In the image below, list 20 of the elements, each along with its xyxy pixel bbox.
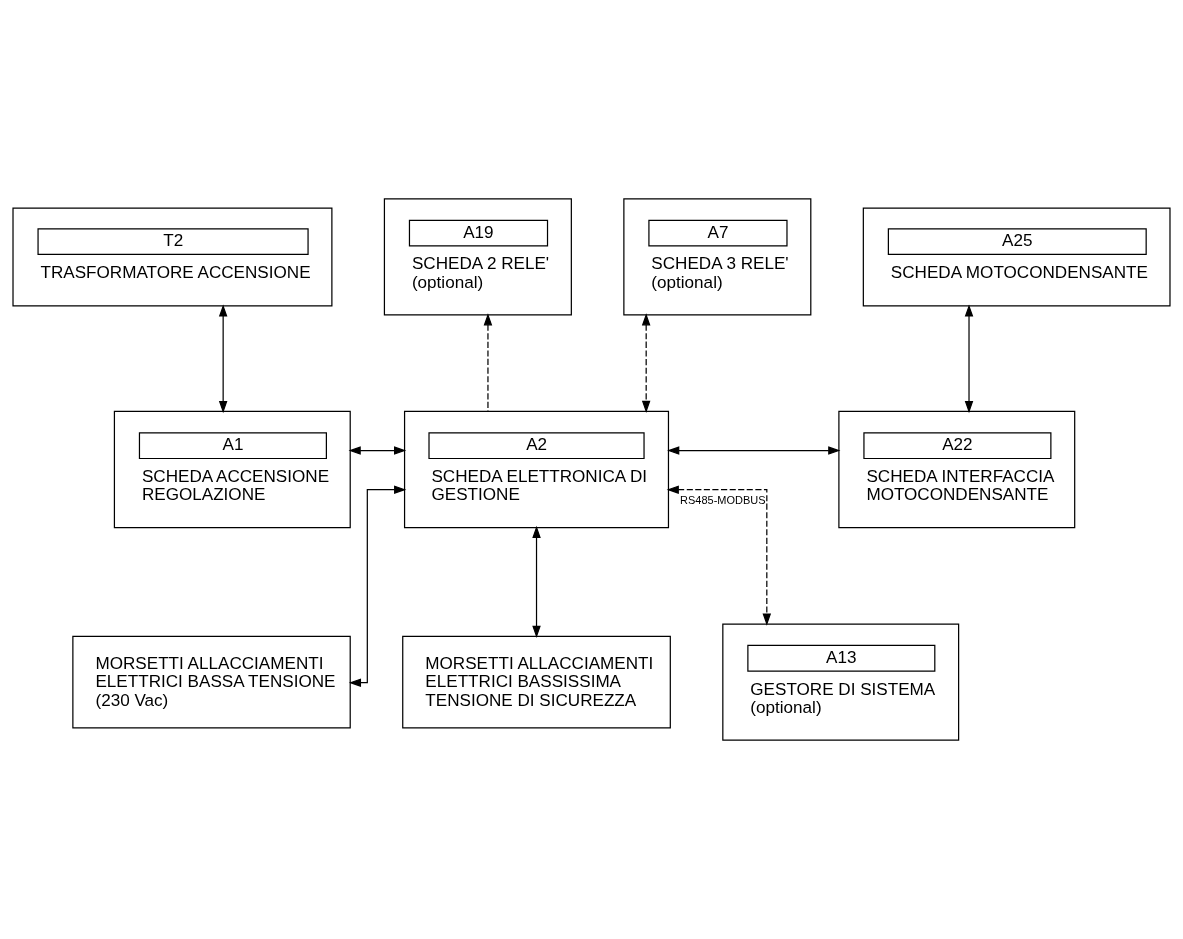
edge-label: RS485-MODBUS bbox=[680, 494, 766, 507]
arrow bbox=[532, 525, 541, 639]
node-box: A25 SCHEDA MOTOCONDENSANTE bbox=[862, 207, 1171, 307]
arrow bbox=[348, 446, 407, 455]
arrow bbox=[641, 313, 651, 413]
arrow bbox=[483, 313, 493, 412]
arrow bbox=[218, 304, 228, 414]
node-box: MORSETTI ALLACCIAMENTI ELETTRICI BASSISSIMA TENSIONE DI SICUREZZA bbox=[402, 635, 671, 729]
node-box: A19 SCHEDA 2 RELE' (optional) bbox=[383, 198, 572, 316]
node-box: A1 SCHEDA ACCENSIONE REGOLAZIONE bbox=[113, 410, 351, 529]
arrow bbox=[666, 485, 772, 626]
node-box: A13 GESTORE DI SISTEMA (optional) bbox=[722, 623, 960, 741]
arrow bbox=[667, 446, 841, 455]
node-box: A2 SCHEDA ELETTRONICA DI GESTIONE bbox=[403, 410, 670, 529]
node-box: A7 SCHEDA 3 RELE' (optional) bbox=[623, 198, 812, 316]
arrow bbox=[348, 485, 407, 687]
node-box: T2 TRASFORMATORE ACCENSIONE bbox=[12, 207, 333, 307]
arrow bbox=[964, 304, 974, 414]
node-box: A22 SCHEDA INTERFACCIA MOTOCONDENSANTE bbox=[838, 410, 1076, 529]
node-box: MORSETTI ALLACCIAMENTI ELETTRICI BASSA TENSIONE (230 Vac) bbox=[72, 635, 351, 729]
